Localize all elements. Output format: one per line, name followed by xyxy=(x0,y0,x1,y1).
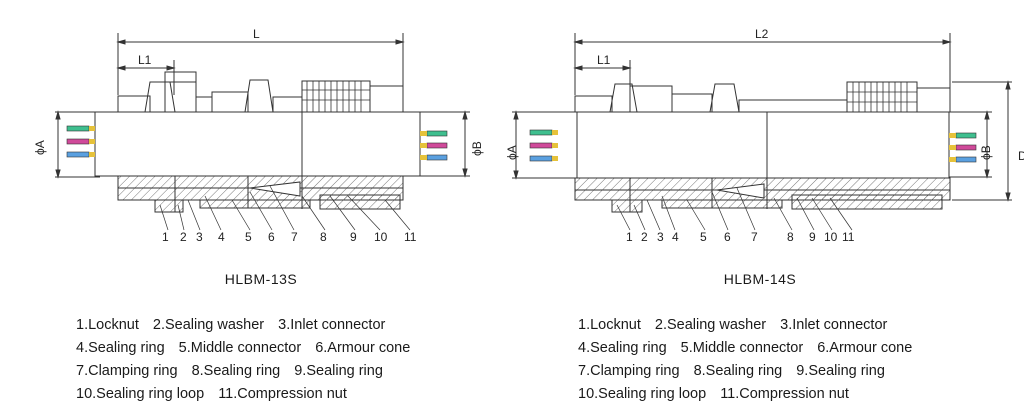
parts-list-row: 4.Sealing ring 5.Middle connector 6.Armour… xyxy=(76,337,424,360)
compression-nut-outline xyxy=(301,80,371,113)
wires-left-end xyxy=(66,125,95,158)
cable-sheath-outline xyxy=(576,111,950,179)
callout-10: 10 xyxy=(824,230,838,244)
locknut-outline xyxy=(117,95,151,112)
dimension-label-d: D xyxy=(1018,149,1024,163)
callout-2: 2 xyxy=(641,230,648,244)
dimension-label-phi-b: ϕB xyxy=(470,141,484,156)
dimension-label-l: L xyxy=(253,27,260,41)
part-item: 6.Armour cone xyxy=(315,340,411,356)
part-item: 4.Sealing ring xyxy=(578,340,667,356)
callout-11: 11 xyxy=(404,230,417,244)
callout-2: 2 xyxy=(180,230,187,244)
parts-list-row: 10.Sealing ring loop 11.Compression nut xyxy=(76,383,424,406)
dimension-label-l1: L1 xyxy=(138,53,152,67)
wires-right-end xyxy=(949,132,977,163)
gland-diagram-right: L2 L1 ϕB D 1 2 3 4 5 6 7 8 9 10 11 xyxy=(512,27,1024,244)
cable-sheath-outline xyxy=(94,111,421,177)
locknut-hex xyxy=(609,83,638,113)
callout-8: 8 xyxy=(320,230,327,244)
callout-10: 10 xyxy=(374,230,388,244)
parts-list-row: 1.Locknut 2.Sealing washer 3.Inlet connect… xyxy=(76,314,424,337)
part-item: 11.Compression nut xyxy=(218,386,347,402)
part-item: 9.Sealing ring xyxy=(796,363,885,379)
part-item: 7.Clamping ring xyxy=(76,363,178,379)
callout-3: 3 xyxy=(657,230,664,244)
callout-3: 3 xyxy=(196,230,203,244)
phi-a-label-right-holder: ϕA xyxy=(505,145,519,160)
callout-1: 1 xyxy=(162,230,169,244)
callout-4: 4 xyxy=(218,230,225,244)
part-item: 4.Sealing ring xyxy=(76,340,165,356)
part-item: 8.Sealing ring xyxy=(693,363,783,379)
part-item: 7.Clamping ring xyxy=(578,363,680,379)
part-item: 10.Sealing ring loop xyxy=(76,386,205,402)
compression-nut-outline xyxy=(846,81,918,112)
callout-7: 7 xyxy=(751,230,758,244)
wires-right-end xyxy=(420,130,448,161)
locknut-hex xyxy=(144,81,176,113)
callout-6: 6 xyxy=(724,230,731,244)
drawing-hlbm-14s: L2 L1 ϕB D 1 2 3 4 5 6 7 8 9 10 11 xyxy=(512,0,1024,300)
parts-list-row: 7.Clamping ring 8.Sealing ring 9.Sealing r… xyxy=(578,360,926,383)
part-item: 11.Compression nut xyxy=(720,386,849,402)
part-item: 2.Sealing washer xyxy=(654,317,767,333)
gland-diagram-left: L L1 ϕA ϕB 1 2 3 4 5 6 7 8 9 10 11 xyxy=(33,27,484,244)
callout-9: 9 xyxy=(350,230,357,244)
dimension-label-phi-a: ϕA xyxy=(33,140,47,155)
middle-connector-outline xyxy=(211,91,249,112)
wires-left-end xyxy=(529,129,558,162)
callout-5: 5 xyxy=(700,230,707,244)
parts-list-row: 1.Locknut 2.Sealing washer 3.Inlet connect… xyxy=(578,314,926,337)
callout-4: 4 xyxy=(672,230,679,244)
dimension-label-l1: L1 xyxy=(597,53,611,67)
drawing-hlbm-13s: L L1 ϕA ϕB 1 2 3 4 5 6 7 8 9 10 11 xyxy=(0,0,512,300)
dimension-label-phi-a: ϕA xyxy=(505,145,519,160)
middle-hex xyxy=(709,83,740,113)
callout-7: 7 xyxy=(291,230,298,244)
middle-hex xyxy=(244,79,274,113)
locknut-outline xyxy=(574,95,613,112)
part-item: 5.Middle connector xyxy=(178,340,302,356)
part-item: 3.Inlet connector xyxy=(780,317,888,333)
callout-5: 5 xyxy=(245,230,252,244)
callout-11: 11 xyxy=(842,230,855,244)
dimension-label-l2: L2 xyxy=(755,27,769,41)
part-item: 6.Armour cone xyxy=(817,340,913,356)
part-item: 1.Locknut xyxy=(76,317,139,333)
model-title: HLBM-13S xyxy=(224,271,298,287)
part-item: 9.Sealing ring xyxy=(294,363,383,379)
part-item: 10.Sealing ring loop xyxy=(578,386,707,402)
model-title: HLBM-14S xyxy=(723,271,797,287)
callout-1: 1 xyxy=(626,230,633,244)
part-item: 3.Inlet connector xyxy=(278,317,386,333)
part-item: 5.Middle connector xyxy=(680,340,804,356)
dimension-label-phi-b: ϕB xyxy=(979,145,993,160)
callout-9: 9 xyxy=(809,230,816,244)
middle-connector-outline xyxy=(671,93,713,112)
callout-6: 6 xyxy=(268,230,275,244)
part-item: 2.Sealing washer xyxy=(152,317,265,333)
part-item: 8.Sealing ring xyxy=(191,363,281,379)
parts-list: 1.Locknut 2.Sealing washer 3.Inlet connect… xyxy=(578,314,926,406)
part-item: 1.Locknut xyxy=(578,317,641,333)
parts-list-row: 10.Sealing ring loop 11.Compression nut xyxy=(578,383,926,406)
parts-list-row: 7.Clamping ring 8.Sealing ring 9.Sealing r… xyxy=(76,360,424,383)
parts-list: 1.Locknut 2.Sealing washer 3.Inlet connect… xyxy=(76,314,424,406)
callout-8: 8 xyxy=(787,230,794,244)
parts-list-row: 4.Sealing ring 5.Middle connector 6.Armour… xyxy=(578,337,926,360)
